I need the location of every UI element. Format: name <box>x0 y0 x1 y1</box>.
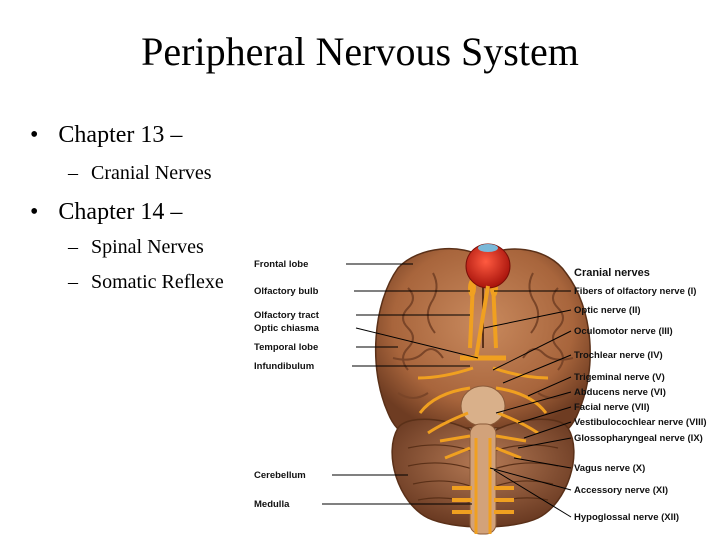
bullet-chapter-14: • Chapter 14 – <box>30 197 182 227</box>
dash-glyph: – <box>68 162 78 184</box>
label-glossopharyngeal-nerve: Glossopharyngeal nerve (IX) <box>574 433 703 444</box>
right-labels: Cranial nerves Fibers of olfactory nerve… <box>483 267 707 523</box>
label-facial-nerve: Facial nerve (VII) <box>574 402 650 413</box>
label-vestibulocochlear-nerve: Vestibulocochlear nerve (VIII) <box>574 417 707 428</box>
brain-illustration <box>374 243 591 535</box>
label-oculomotor-nerve: Oculomotor nerve (III) <box>574 326 673 337</box>
label-temporal-lobe: Temporal lobe <box>254 342 318 353</box>
label-trigeminal-nerve: Trigeminal nerve (V) <box>574 372 665 383</box>
cranial-nerves-figure: Frontal lobe Olfactory bulb Olfactory tr… <box>254 243 707 535</box>
dash-glyph: – <box>68 271 78 293</box>
label-medulla: Medulla <box>254 499 290 510</box>
bullet-chapter-13: • Chapter 13 – <box>30 120 182 150</box>
label-frontal-lobe: Frontal lobe <box>254 259 308 270</box>
label-optic-chiasma: Optic chiasma <box>254 323 320 334</box>
label-olfactory-nerve: Fibers of olfactory nerve (I) <box>574 286 696 297</box>
label-cranial-nerves-heading: Cranial nerves <box>574 267 650 279</box>
label-infundibulum: Infundibulum <box>254 361 314 372</box>
subitem-text: Cranial Nerves <box>91 162 212 184</box>
subitem-somatic-reflexes: – Somatic Reflexe <box>68 269 224 295</box>
subitem-text: Somatic Reflexe <box>91 271 224 293</box>
left-labels: Frontal lobe Olfactory bulb Olfactory tr… <box>254 259 479 510</box>
dash-glyph: – <box>68 236 78 258</box>
slide-title: Peripheral Nervous System <box>141 29 579 74</box>
bullet-text: Chapter 14 – <box>58 199 183 225</box>
label-abducens-nerve: Abducens nerve (VI) <box>574 387 666 398</box>
label-olfactory-bulb: Olfactory bulb <box>254 286 319 297</box>
bullet-text: Chapter 13 – <box>58 122 183 148</box>
bullet-glyph: • <box>30 122 39 148</box>
label-accessory-nerve: Accessory nerve (XI) <box>574 485 668 496</box>
label-trochlear-nerve: Trochlear nerve (IV) <box>574 350 663 361</box>
label-olfactory-tract: Olfactory tract <box>254 310 320 321</box>
subitem-text: Spinal Nerves <box>91 236 204 258</box>
label-vagus-nerve: Vagus nerve (X) <box>574 463 645 474</box>
label-hypoglossal-nerve: Hypoglossal nerve (XII) <box>574 512 679 523</box>
subitem-spinal-nerves: – Spinal Nerves <box>68 234 204 260</box>
label-cerebellum: Cerebellum <box>254 470 306 481</box>
subitem-cranial-nerves: – Cranial Nerves <box>68 160 212 186</box>
bullet-glyph: • <box>30 199 39 225</box>
label-optic-nerve: Optic nerve (II) <box>574 305 641 316</box>
